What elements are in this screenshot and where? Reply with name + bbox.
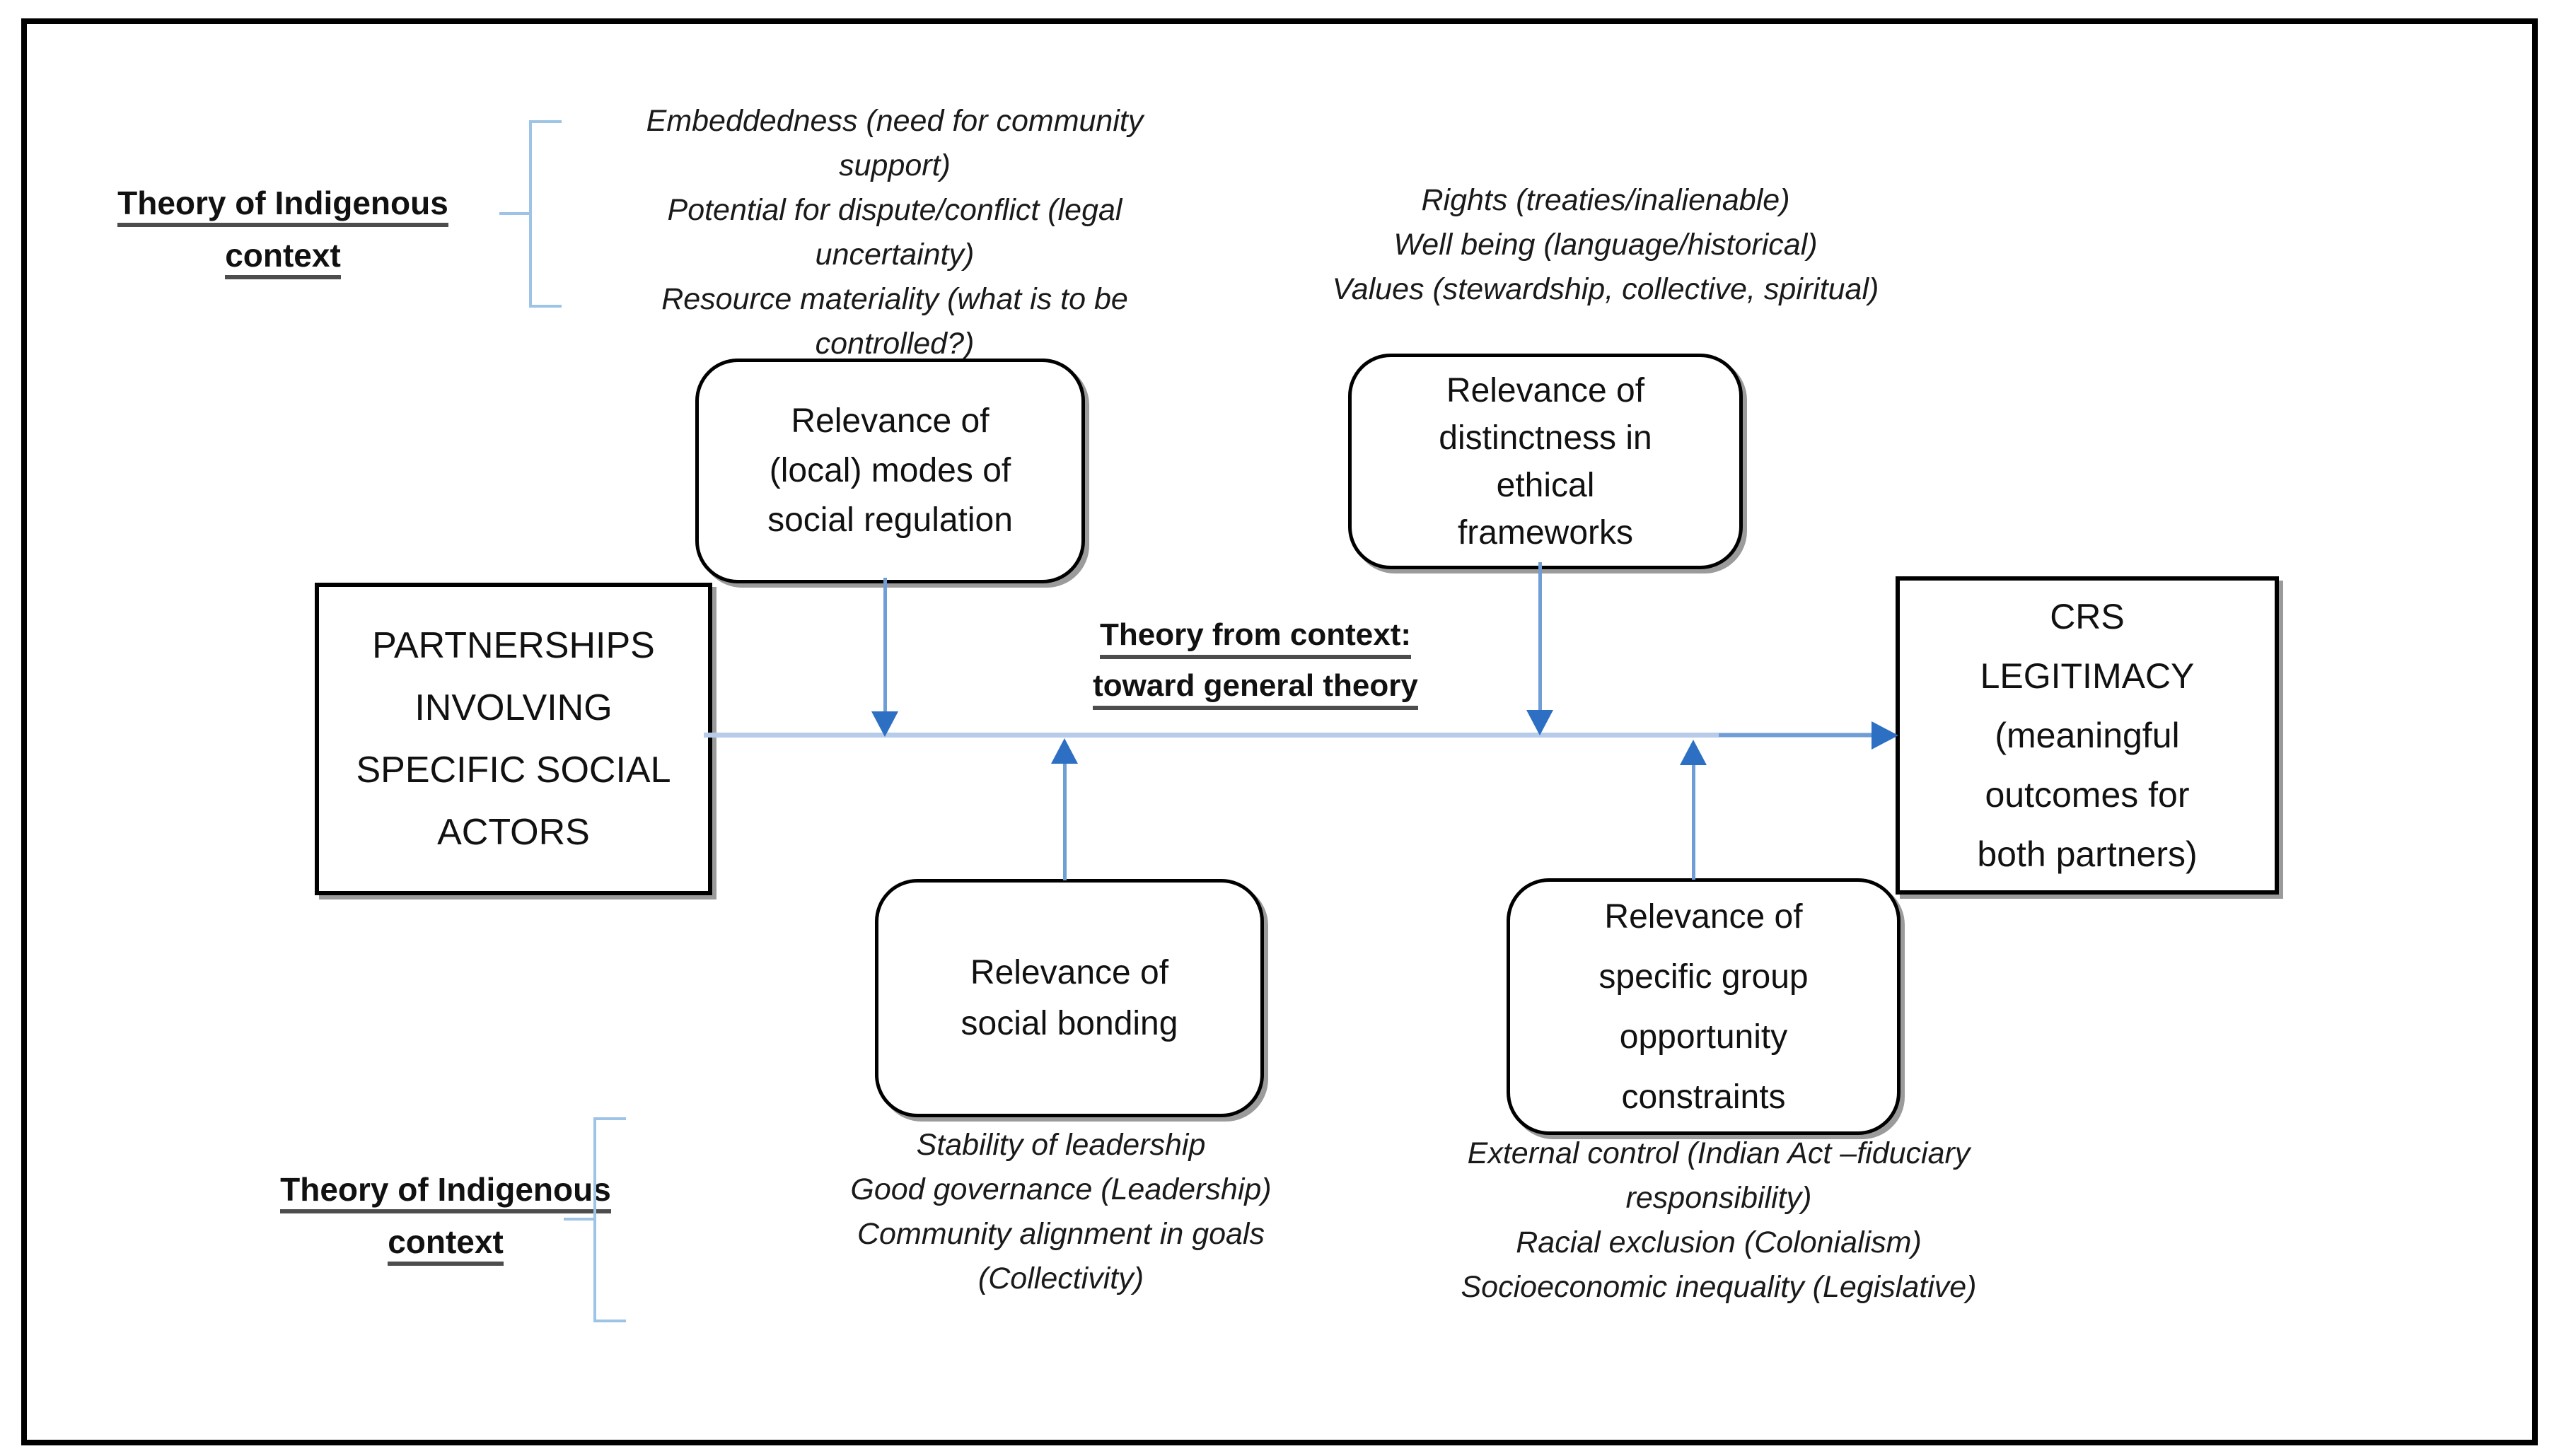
label-theory-bottom: Theory of Indigenous context (279, 1163, 612, 1268)
label-theory-top-line2: context (225, 237, 341, 279)
node-distinctness-ethical-frameworks: Relevance of distinctness in ethical fra… (1348, 354, 1743, 569)
annotation-bottom-mid-context: Stability of leadership Good governance … (850, 1128, 1272, 1295)
annotation-right-context: Rights (treaties/inalienable) Well being… (1332, 183, 1879, 306)
annotation-bottom-right-context: External control (Indian Act –fiduciary … (1461, 1136, 1977, 1304)
arrowhead-up-constraints-icon (1680, 740, 1707, 765)
node-modes-of-social-regulation: Relevance of (local) modes of social reg… (695, 359, 1085, 583)
label-theory-from-context: Theory from context: toward general theo… (1075, 610, 1436, 711)
node-opportunity-constraints: Relevance of specific group opportunity … (1507, 878, 1901, 1135)
connector-main-horizontal (704, 733, 1878, 738)
arrowhead-down-distinctness-icon (1526, 710, 1553, 735)
label-theory-top: Theory of Indigenous context (106, 177, 460, 281)
arrowhead-down-modes-icon (871, 711, 898, 737)
connector-constraints-up (1692, 765, 1695, 880)
annotation-top-context: Embeddedness (need for community support… (646, 104, 1144, 361)
arrowhead-right-icon (1872, 721, 1898, 750)
node-partnerships: PARTNERSHIPS INVOLVING SPECIFIC SOCIAL A… (315, 583, 712, 895)
node-crs-legitimacy: CRS LEGITIMACY (meaningful outcomes for … (1896, 576, 2279, 895)
connector-main-horizontal-dark-segment (1719, 733, 1876, 737)
arrowhead-up-bonding-icon (1051, 738, 1078, 764)
connector-modes-down (883, 578, 887, 714)
label-theory-top-line1: Theory of Indigenous (117, 185, 448, 227)
connector-distinctness-down (1538, 562, 1542, 711)
connector-bonding-up (1063, 764, 1067, 880)
node-social-bonding: Relevance of social bonding (875, 879, 1264, 1117)
